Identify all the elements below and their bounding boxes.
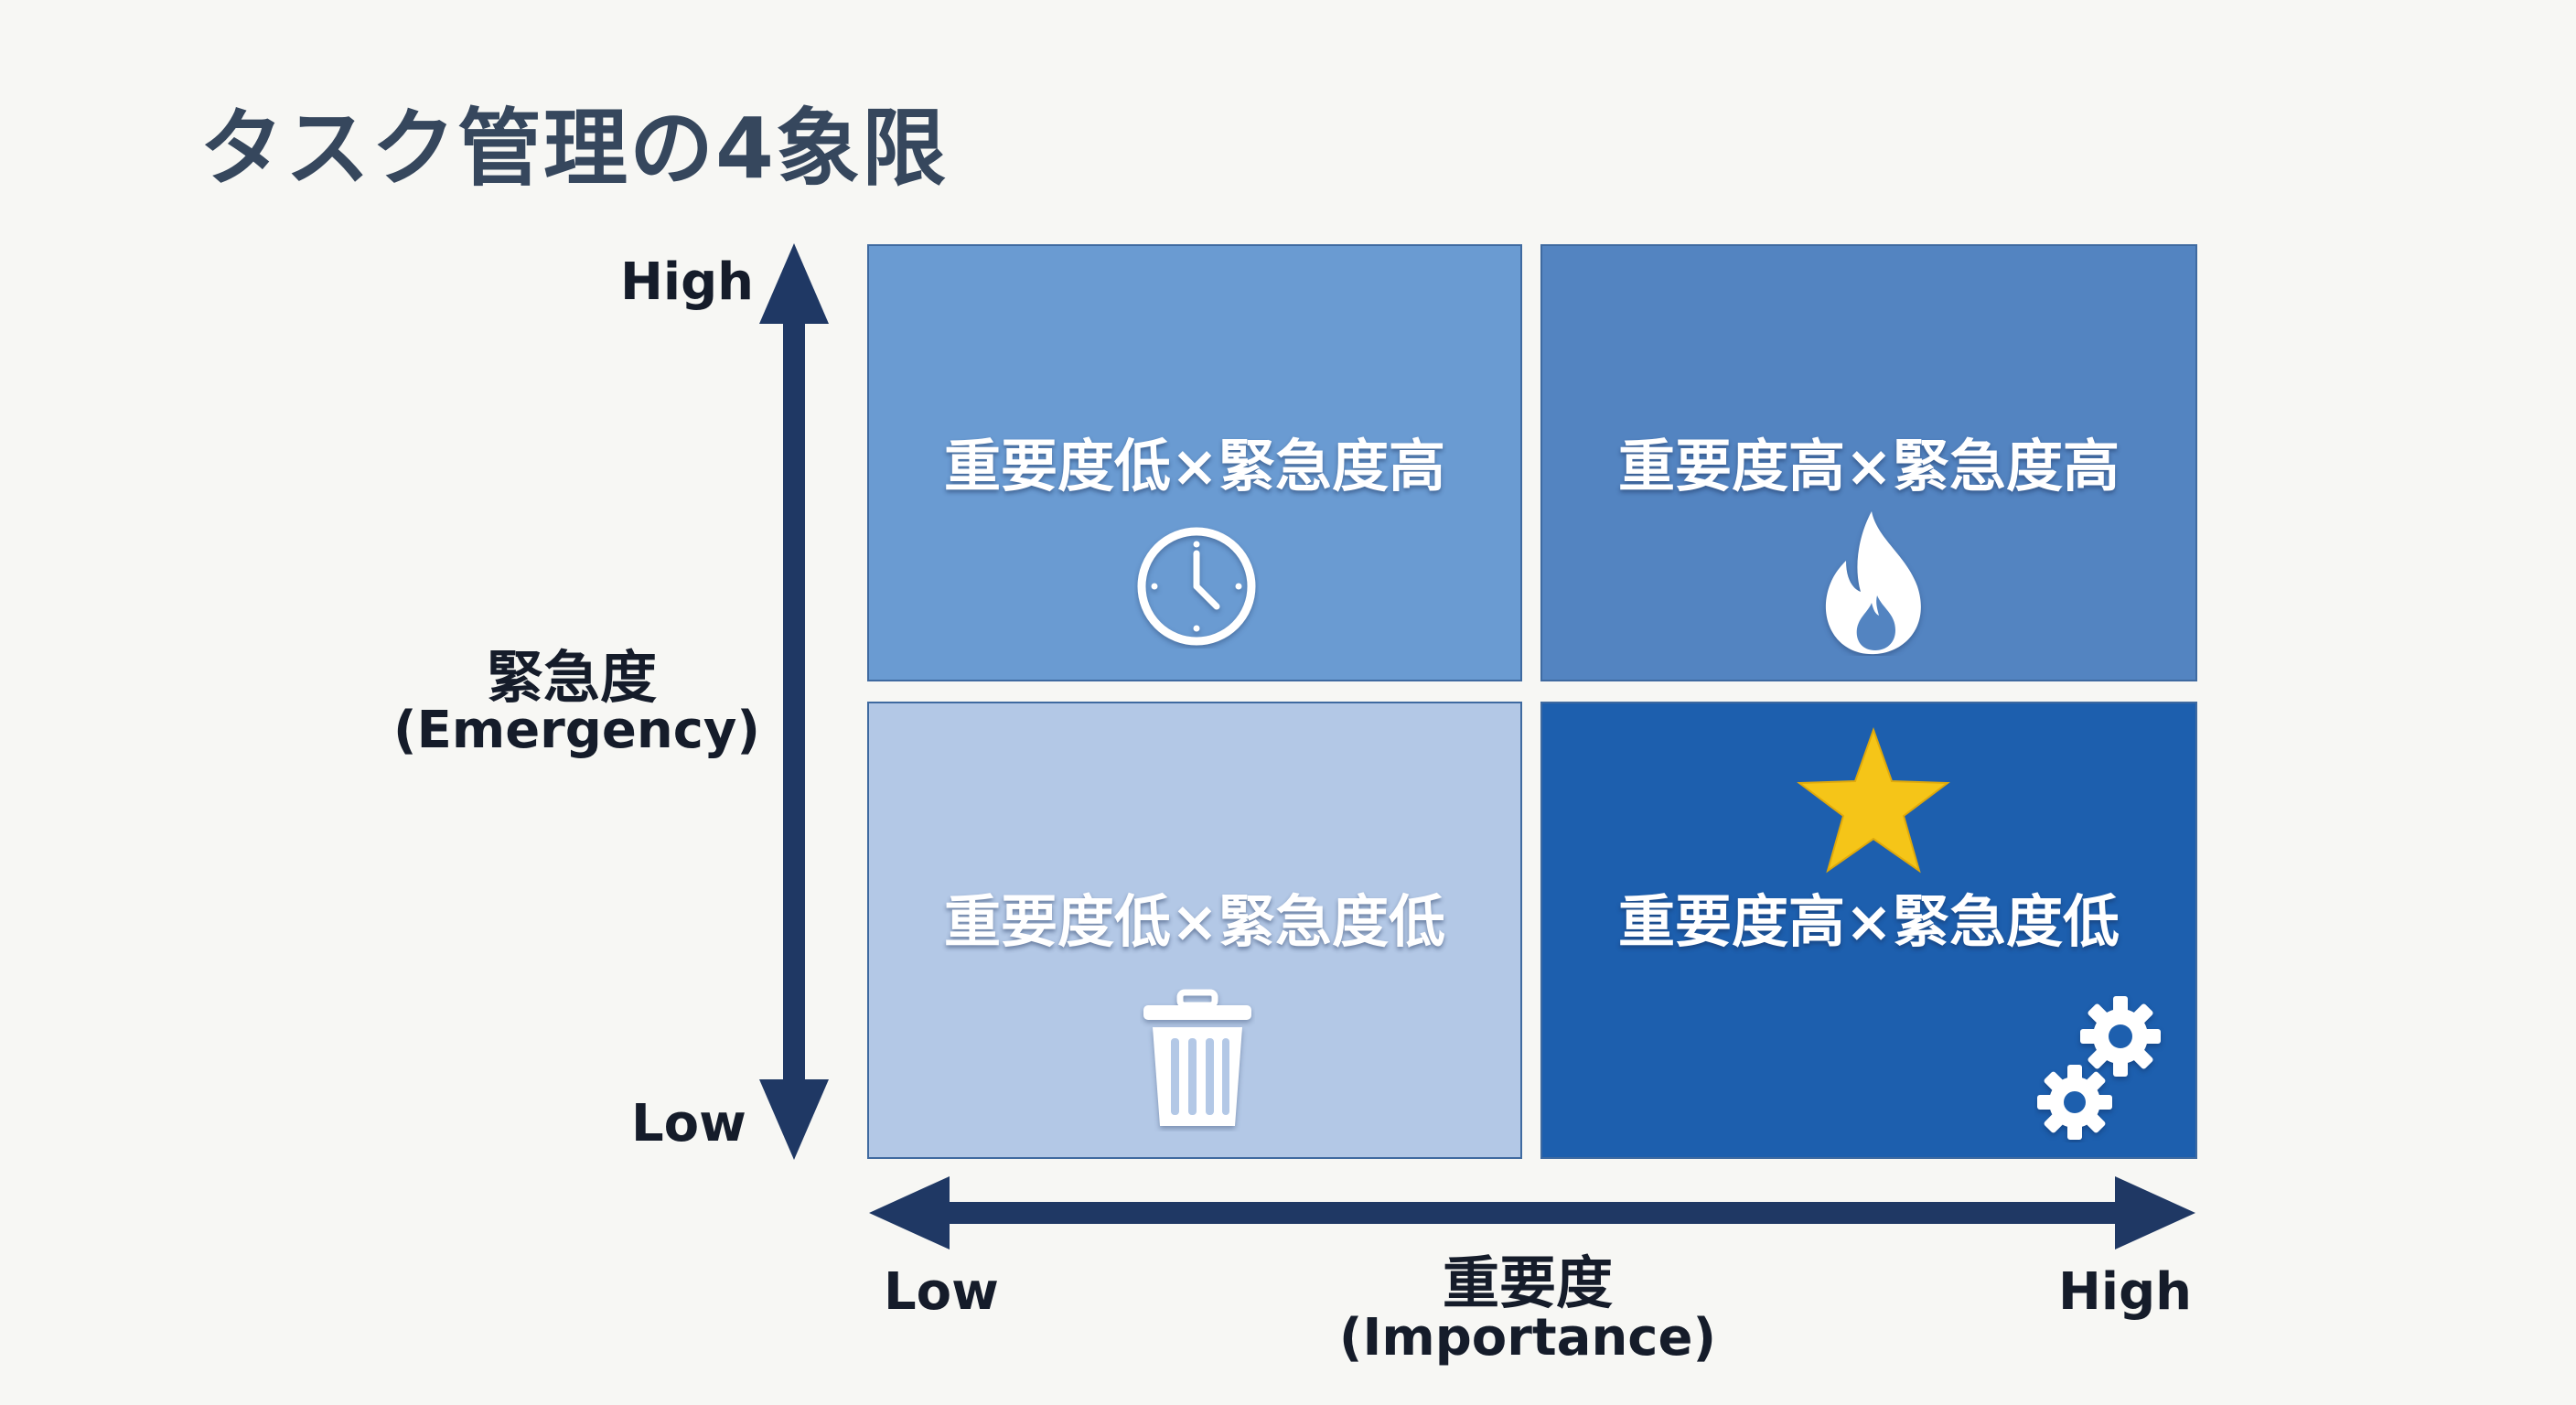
fire-icon — [1825, 511, 1921, 655]
y-axis-subtitle: (Emergency) — [393, 701, 761, 760]
quadrant-bottom-left: 重要度低×緊急度低 — [867, 702, 1522, 1159]
quadrant-bottom-left-label: 重要度低×緊急度低 — [944, 888, 1445, 955]
gears-icon — [2037, 996, 2161, 1140]
y-axis-high-label: High — [620, 252, 755, 312]
quadrant-top-right-label: 重要度高×緊急度高 — [1618, 433, 2120, 499]
clock-icon — [1137, 527, 1256, 646]
x-axis-arrow — [869, 1176, 2195, 1249]
star-icon — [1797, 727, 1950, 874]
x-axis-title: 重要度 — [1442, 1249, 1613, 1316]
y-axis-low-label: Low — [631, 1094, 746, 1153]
y-axis-arrow — [759, 243, 829, 1160]
y-axis-title: 緊急度 — [486, 644, 657, 711]
page-title: タスク管理の4象限 — [199, 100, 949, 198]
x-axis-subtitle: (Importance) — [1338, 1308, 1717, 1367]
quadrant-top-left: 重要度低×緊急度高 — [867, 244, 1522, 681]
quadrant-top-right: 重要度高×緊急度高 — [1540, 244, 2197, 681]
x-axis-high-label: High — [2058, 1262, 2193, 1322]
trash-icon — [1143, 989, 1251, 1126]
quadrant-bottom-right-label: 重要度高×緊急度低 — [1618, 888, 2120, 955]
quadrant-bottom-right: 重要度高×緊急度低 — [1540, 702, 2197, 1159]
quadrant-top-left-label: 重要度低×緊急度高 — [944, 433, 1445, 499]
x-axis-low-label: Low — [884, 1262, 999, 1322]
